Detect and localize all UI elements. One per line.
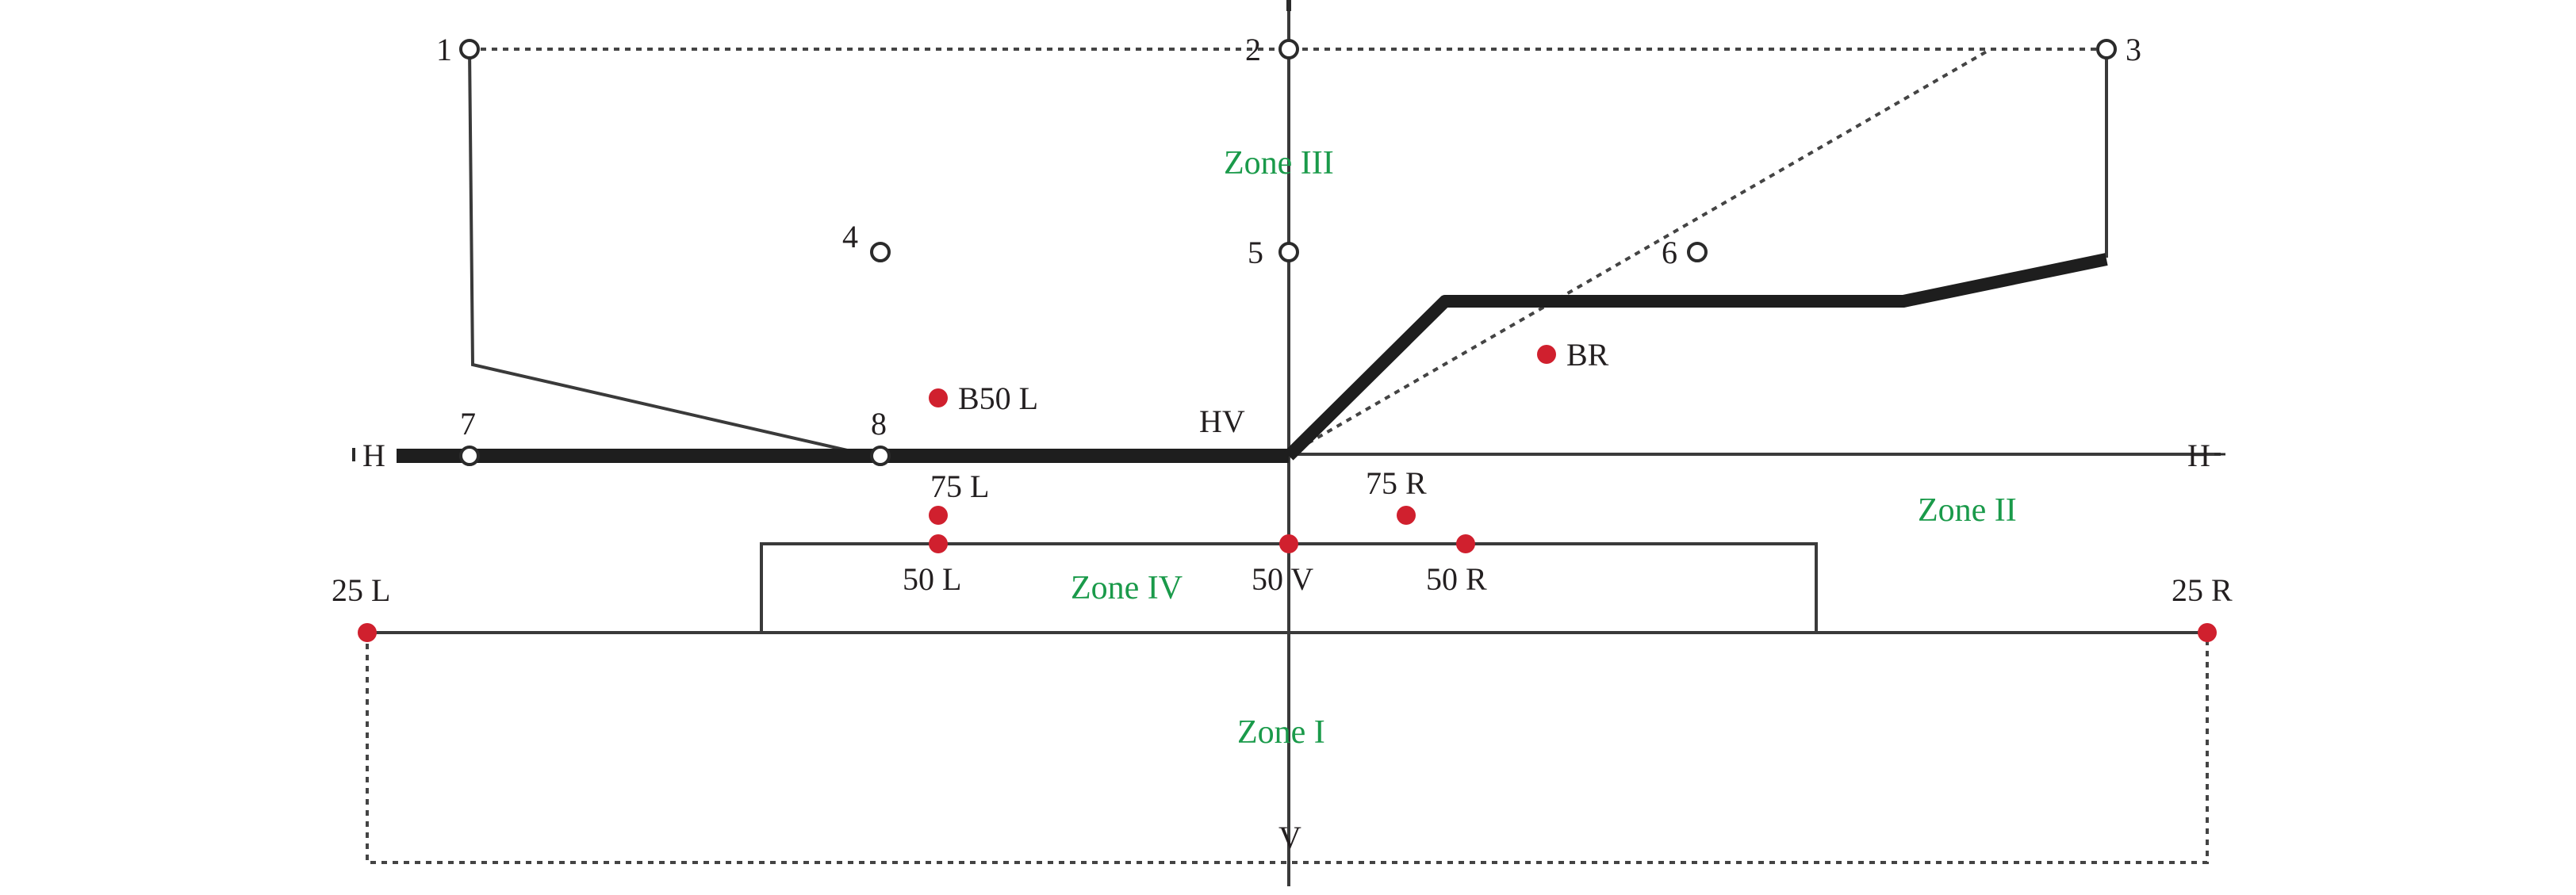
point-1-marker	[459, 39, 480, 59]
point-3-marker	[2096, 39, 2117, 59]
point-2-marker	[1278, 39, 1299, 59]
h-axis-right-label: H	[2187, 438, 2210, 473]
25r-label: 25 R	[2172, 572, 2233, 608]
50v-label: 50 V	[1252, 561, 1313, 597]
b50l-label: B50 L	[958, 381, 1038, 416]
h-axis-left-label: H	[362, 438, 385, 473]
zone-1-label: Zone I	[1237, 714, 1325, 751]
75r-marker	[1397, 506, 1416, 525]
50l-marker	[929, 534, 948, 553]
25l-marker	[358, 623, 377, 642]
50v-marker	[1279, 534, 1298, 553]
50l-label: 50 L	[903, 561, 961, 597]
zone-2-label: Zone II	[1918, 492, 2017, 529]
point-8-label: 8	[871, 406, 887, 442]
point-4-marker	[870, 242, 891, 262]
point-5-marker	[1278, 242, 1299, 262]
50r-label: 50 R	[1426, 561, 1487, 597]
point-1-label: 1	[436, 32, 452, 67]
50r-marker	[1456, 534, 1475, 553]
75l-marker	[929, 506, 948, 525]
75l-label: 75 L	[930, 469, 989, 504]
bottom-dotted-boundary	[366, 633, 2209, 864]
zone-4-label: Zone IV	[1071, 570, 1183, 606]
br-label: BR	[1566, 337, 1609, 373]
point-6-label: 6	[1662, 235, 1677, 270]
zone-3-left-boundary	[468, 48, 865, 456]
b50l-marker	[929, 388, 948, 407]
br-marker	[1537, 345, 1556, 364]
cutoff-line-right	[1284, 253, 2108, 461]
v-axis-bottom-label: V	[1278, 820, 1301, 855]
hv-label: HV	[1199, 404, 1245, 439]
point-5-label: 5	[1248, 235, 1263, 270]
point-3-label: 3	[2126, 32, 2141, 67]
25l-label: 25 L	[332, 572, 390, 608]
point-2-label: 2	[1245, 32, 1261, 67]
point-7-marker	[459, 446, 480, 466]
point-8-marker	[870, 446, 891, 466]
point-6-marker	[1687, 242, 1708, 262]
75r-label: 75 R	[1366, 465, 1427, 501]
point-4-label: 4	[842, 219, 858, 254]
zone-3-label: Zone III	[1224, 145, 1334, 182]
25r-marker	[2198, 623, 2217, 642]
diagonal-dotted-line	[1287, 48, 1992, 456]
point-7-label: 7	[460, 406, 476, 442]
